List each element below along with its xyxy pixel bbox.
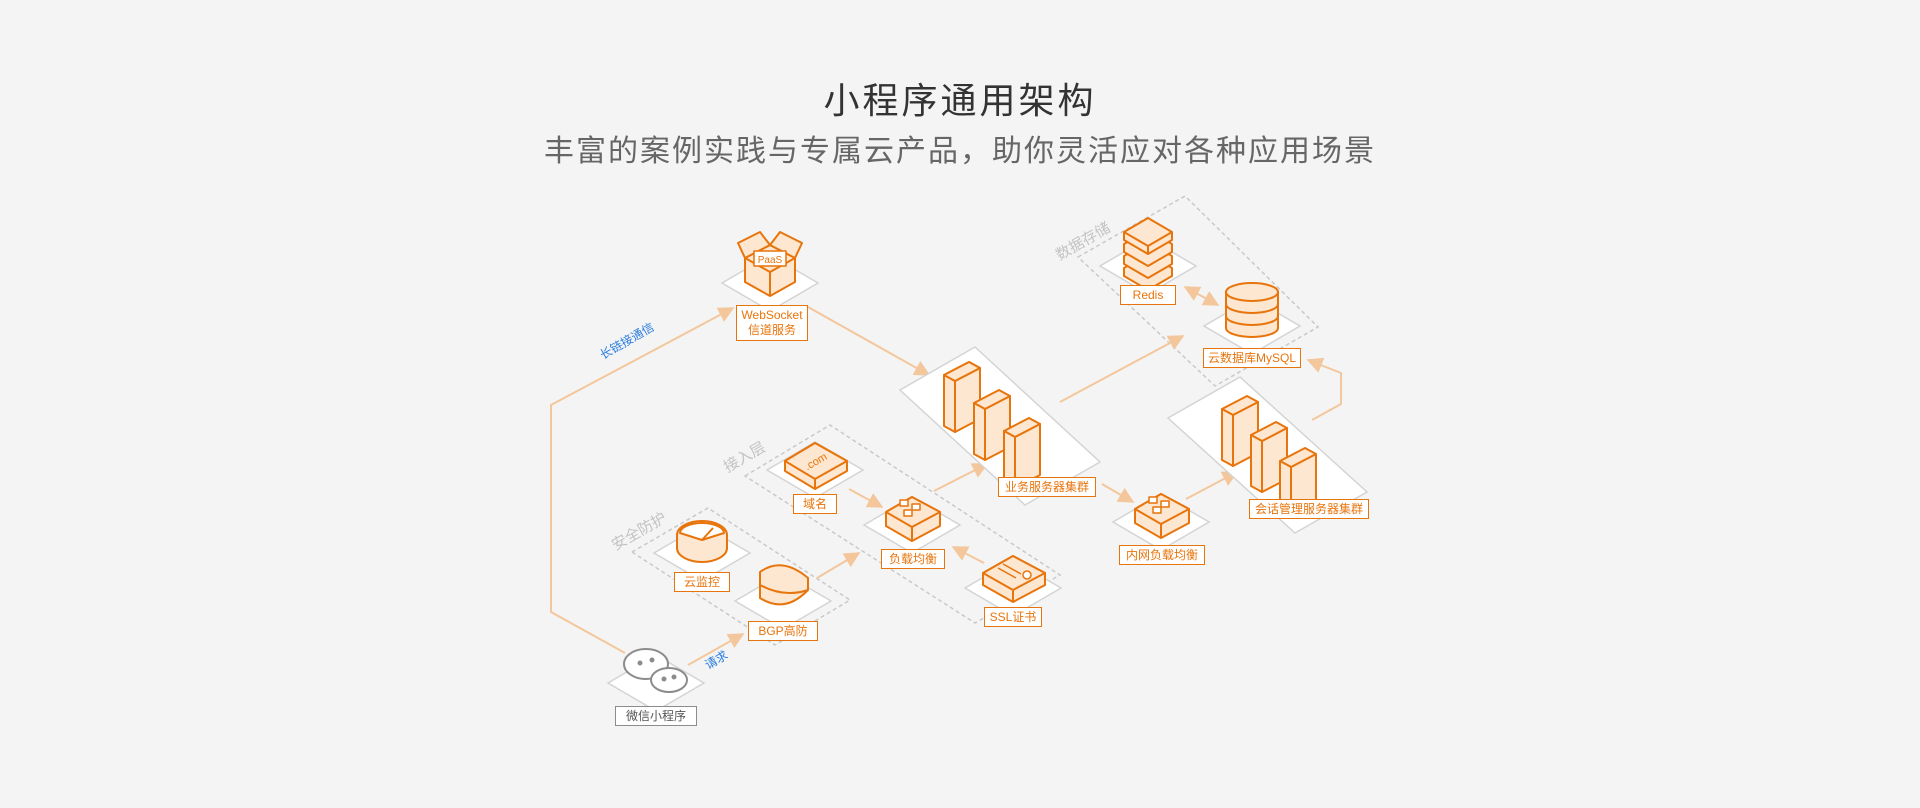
redis-stack-icon — [1123, 217, 1173, 291]
arrow-biz-to-inner-lb — [1101, 483, 1135, 503]
shield-icon — [759, 564, 809, 606]
node-label-domain[interactable]: 域名 — [793, 494, 837, 514]
arrow-bgp-to-lb — [816, 552, 861, 579]
server-cluster-icon — [943, 361, 1041, 489]
arrow-ssl-to-lb — [951, 546, 985, 564]
arrow-request — [687, 633, 745, 666]
database-cylinder-icon — [1225, 282, 1279, 338]
arrow-biz-to-storage — [1059, 335, 1185, 403]
monitor-gauge-icon — [676, 520, 728, 563]
biz-server-3 — [1003, 417, 1041, 489]
node-label-websocket-line2: 信道服务 — [747, 323, 796, 337]
node-label-ssl[interactable]: SSL证书 — [984, 607, 1042, 627]
node-label-websocket-line1: WebSocket — [741, 308, 803, 322]
page-subtitle: 丰富的案例实践与专属云产品，助你灵活应对各种应用场景 — [544, 135, 1376, 168]
arrow-websocket-to-biz — [807, 306, 931, 376]
node-label-miniprogram[interactable]: 微信小程序 — [615, 706, 697, 726]
node-label-redis[interactable]: Redis — [1120, 285, 1176, 305]
connections — [550, 286, 1342, 666]
zone-access-outline — [743, 424, 1062, 624]
node-label-websocket[interactable]: WebSocket 信道服务 — [736, 305, 808, 341]
node-label-bgp[interactable]: BGP高防 — [748, 621, 818, 641]
domain-icon — [784, 442, 848, 490]
node-label-session-cluster[interactable]: 会话管理服务器集群 — [1249, 499, 1369, 519]
arrow-redis-mysql — [1183, 286, 1220, 306]
arrow-domain-to-lb — [848, 488, 884, 508]
paas-box-icon — [737, 231, 803, 297]
node-label-inner-lb[interactable]: 内网负载均衡 — [1119, 545, 1205, 565]
page-title: 小程序通用架构 — [823, 80, 1097, 121]
paas-badge: PaaS — [758, 255, 783, 266]
session-server-2 — [1250, 421, 1288, 493]
load-balancer-icon — [1134, 493, 1190, 539]
load-balancer-icon — [885, 496, 941, 542]
node-label-mysql[interactable]: 云数据库MySQL — [1203, 348, 1301, 368]
node-label-biz-cluster[interactable]: 业务服务器集群 — [998, 477, 1096, 497]
node-label-lb[interactable]: 负载均衡 — [881, 549, 945, 569]
arrow-lb-to-biz — [933, 463, 989, 492]
arrow-session-to-mysql — [1306, 357, 1342, 421]
zone-security-outline — [630, 507, 852, 646]
arrow-long-connection — [550, 307, 735, 654]
arrow-inner-lb-to-session — [1185, 471, 1239, 500]
ssl-certificate-icon — [982, 555, 1046, 603]
icons: PaaS — [623, 217, 1317, 693]
wechat-icon — [623, 648, 688, 693]
node-label-monitor[interactable]: 云监控 — [674, 572, 730, 592]
